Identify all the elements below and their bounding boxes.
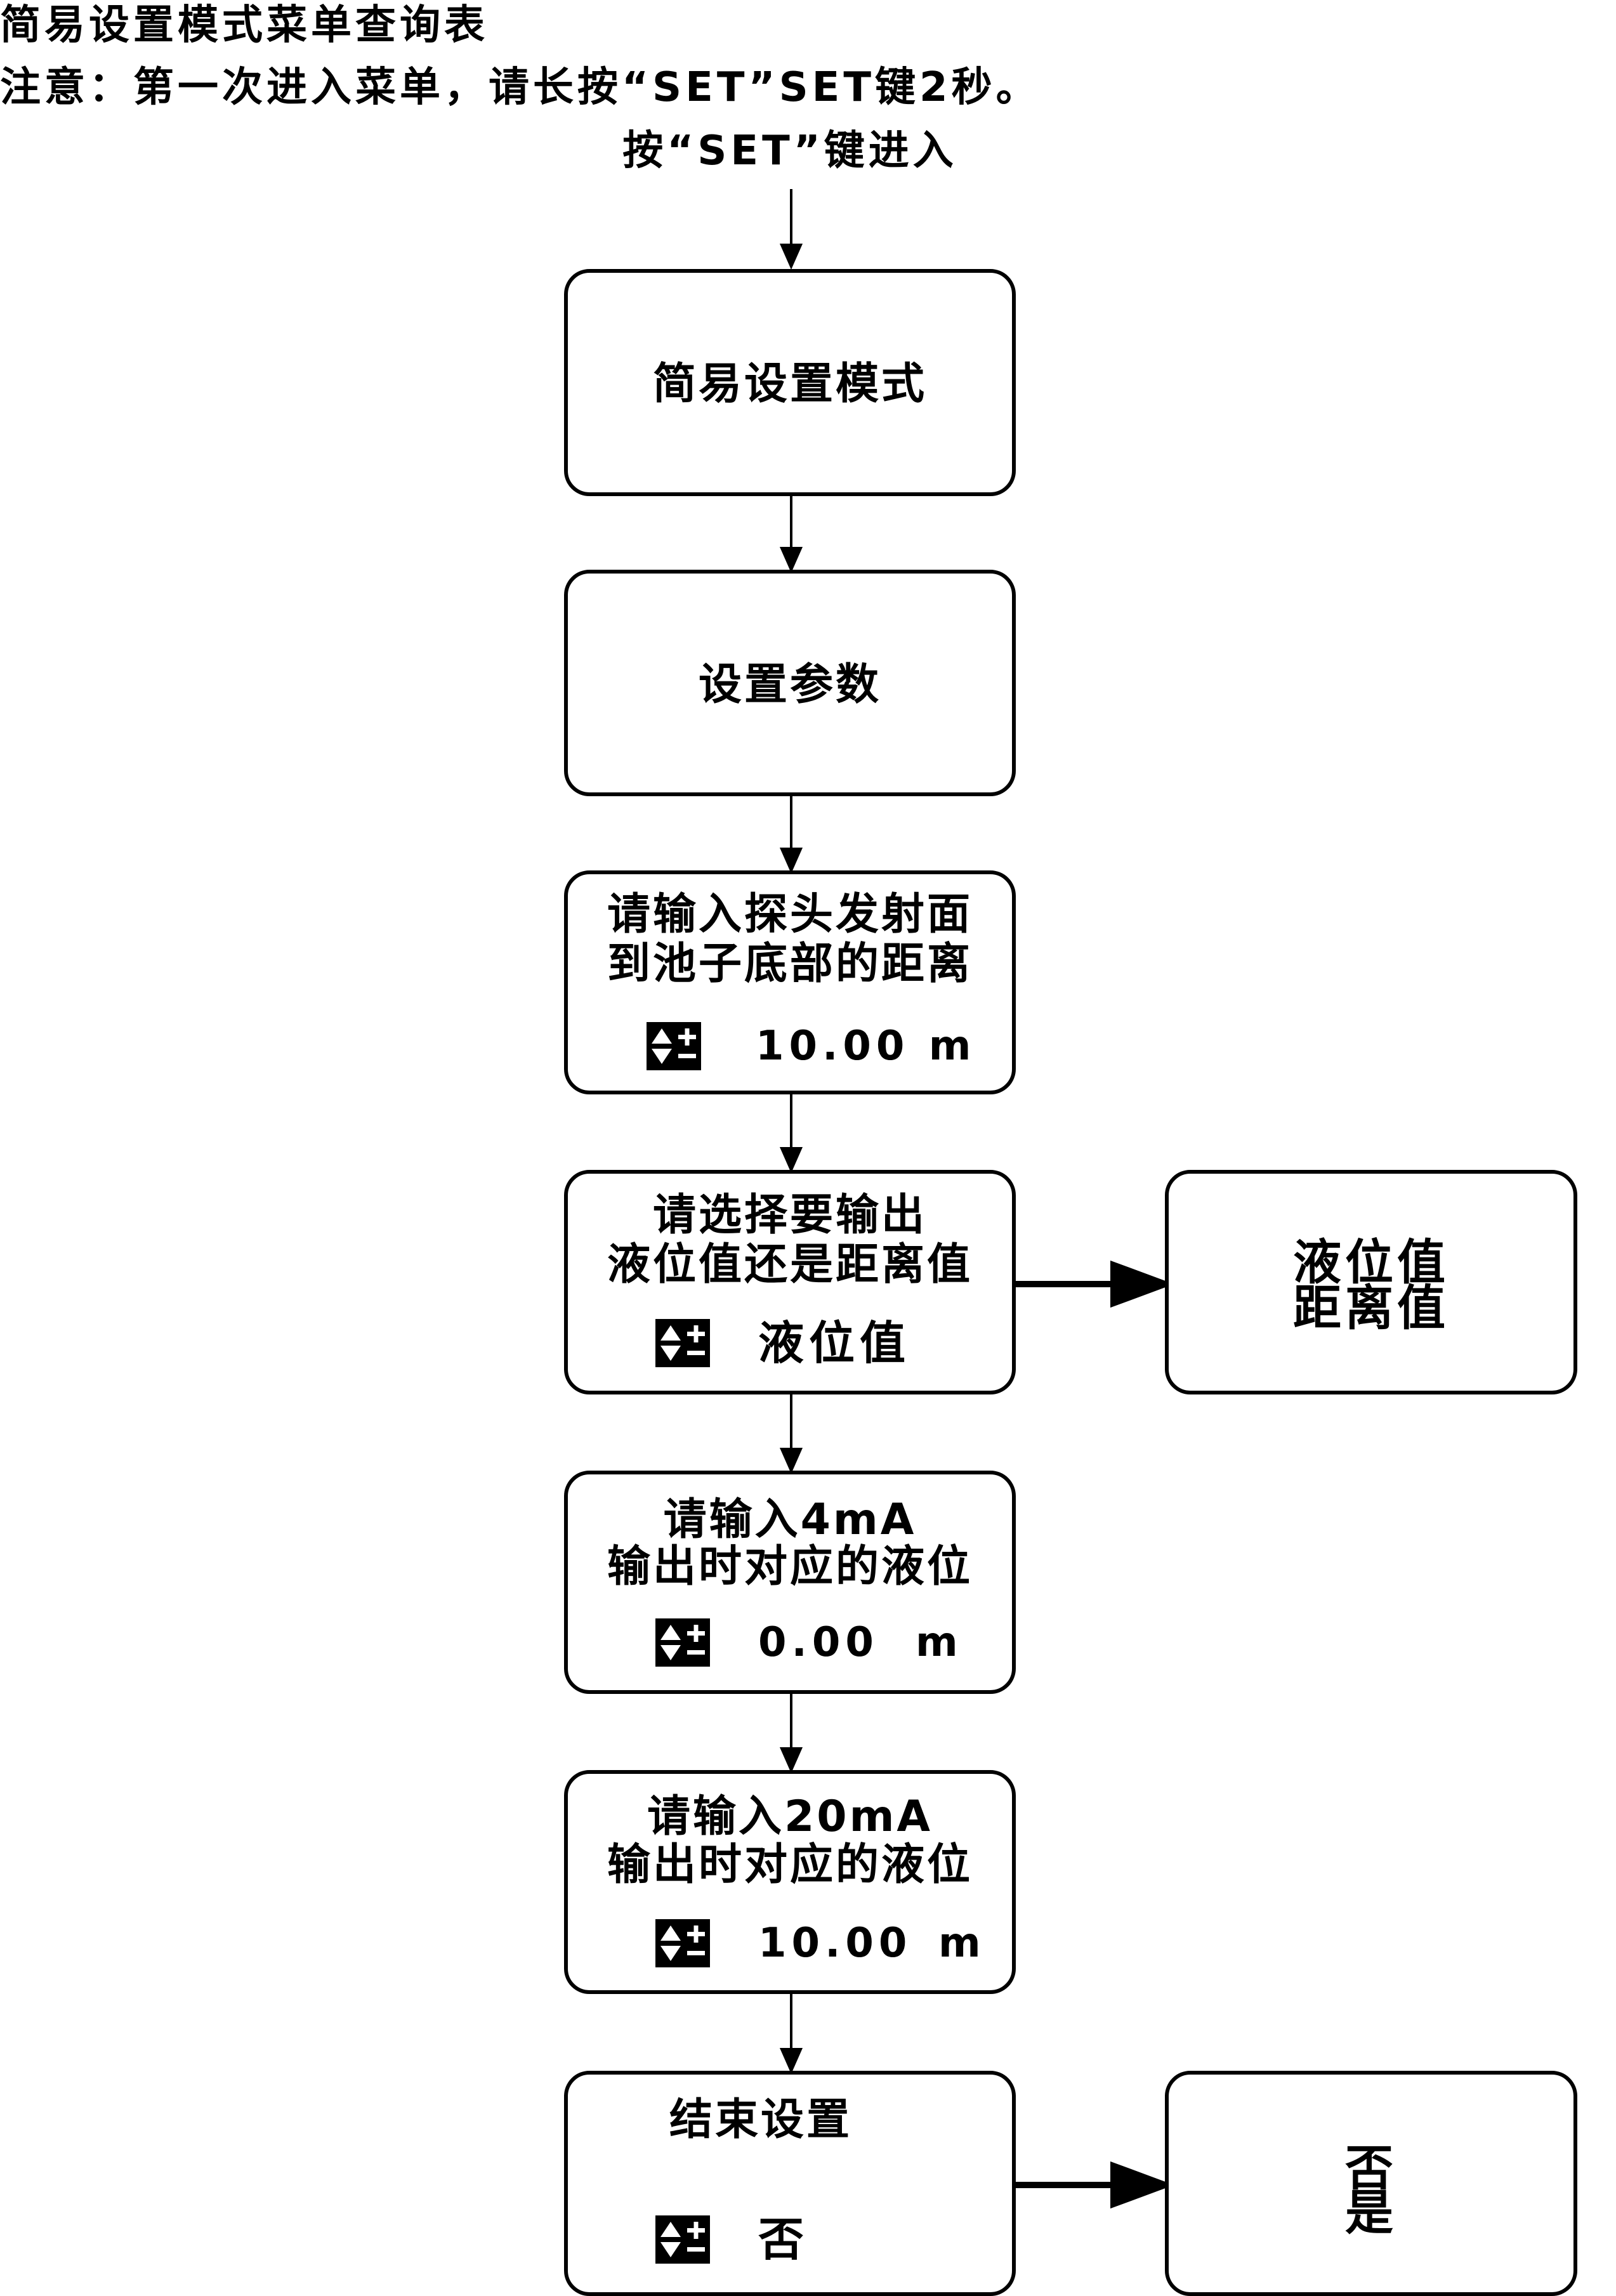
box-title-line1: 请选择要输出 xyxy=(652,1190,927,1240)
option-distance-value: 距离值 xyxy=(1293,1280,1449,1336)
arrowhead-box3 xyxy=(779,1147,803,1173)
arrowhead-entry xyxy=(779,244,803,270)
page-title: 简易设置模式菜单查询表 xyxy=(0,2,489,49)
arrowhead-box6 xyxy=(779,2048,803,2074)
20ma-unit: m xyxy=(938,1920,986,1967)
value-row: 0.00 m xyxy=(568,1614,1012,1671)
instruction-note: 注意：第一次进入菜单，请长按“SET”SET键2秒。 xyxy=(0,64,1041,111)
option-no: 否 xyxy=(1345,2140,1397,2196)
value-row: 否 xyxy=(568,2211,1012,2268)
20ma-level-box: 请输入20mA 输出时对应的液位 10.00 m xyxy=(564,1770,1016,1994)
output-select-box: 请选择要输出 液位值还是距离值 液位值 xyxy=(564,1170,1016,1394)
box-title-line2: 到池子底部的距离 xyxy=(607,939,973,989)
box-title-line2: 输出时对应的液位 xyxy=(607,1840,973,1890)
box-title-line2: 液位值还是距离值 xyxy=(607,1240,973,1290)
arrowhead-box7-options xyxy=(1110,2161,1174,2209)
end-setup-box: 结束设置 否 xyxy=(564,2071,1016,2296)
up-down-plus-minus-key-icon xyxy=(655,1618,710,1667)
set-parameters-box: 设置参数 xyxy=(564,570,1016,796)
value-row: 液位值 xyxy=(568,1315,1012,1372)
box-title: 简易设置模式 xyxy=(652,359,927,409)
up-down-plus-minus-key-icon xyxy=(647,1022,701,1070)
box-title: 结束设置 xyxy=(669,2095,853,2145)
option-level-value: 液位值 xyxy=(1293,1234,1449,1290)
arrowhead-box5 xyxy=(779,1747,803,1773)
box-title: 设置参数 xyxy=(698,660,881,710)
simple-setup-mode-box: 简易设置模式 xyxy=(564,269,1016,496)
arrowhead-box4-options xyxy=(1110,1260,1174,1308)
entry-instruction: 按“SET”键进入 xyxy=(622,128,957,174)
end-setup-value: 否 xyxy=(758,2213,810,2266)
4ma-unit: m xyxy=(916,1619,963,1666)
arrowhead-box4 xyxy=(779,1448,803,1474)
probe-distance-box: 请输入探头发射面 到池子底部的距离 10.00 m xyxy=(564,870,1016,1094)
value-row: 10.00 m xyxy=(568,1915,1012,1972)
up-down-plus-minus-key-icon xyxy=(655,1319,710,1367)
distance-value: 10.00 m xyxy=(756,1023,976,1070)
value-row: 10.00 m xyxy=(568,1018,1012,1075)
20ma-value: 10.00 xyxy=(758,1920,912,1967)
up-down-plus-minus-key-icon xyxy=(655,2215,710,2264)
box-title-line2: 输出时对应的液位 xyxy=(607,1542,973,1592)
option-yes: 是 xyxy=(1345,2184,1397,2241)
end-setup-options-box: 否 是 xyxy=(1165,2071,1577,2296)
arrowhead-box1 xyxy=(779,547,803,573)
up-down-plus-minus-key-icon xyxy=(655,1919,710,1967)
output-mode-options-box: 液位值 距离值 xyxy=(1165,1170,1577,1394)
box-title-line1: 请输入4mA xyxy=(663,1495,917,1545)
arrowhead-box2 xyxy=(779,848,803,874)
4ma-level-box: 请输入4mA 输出时对应的液位 0.00 m xyxy=(564,1471,1016,1694)
box-title-line1: 请输入探头发射面 xyxy=(607,889,973,940)
box-title-line1: 请输入20mA xyxy=(647,1792,933,1842)
4ma-value: 0.00 xyxy=(758,1619,879,1666)
output-mode-value: 液位值 xyxy=(758,1316,911,1370)
